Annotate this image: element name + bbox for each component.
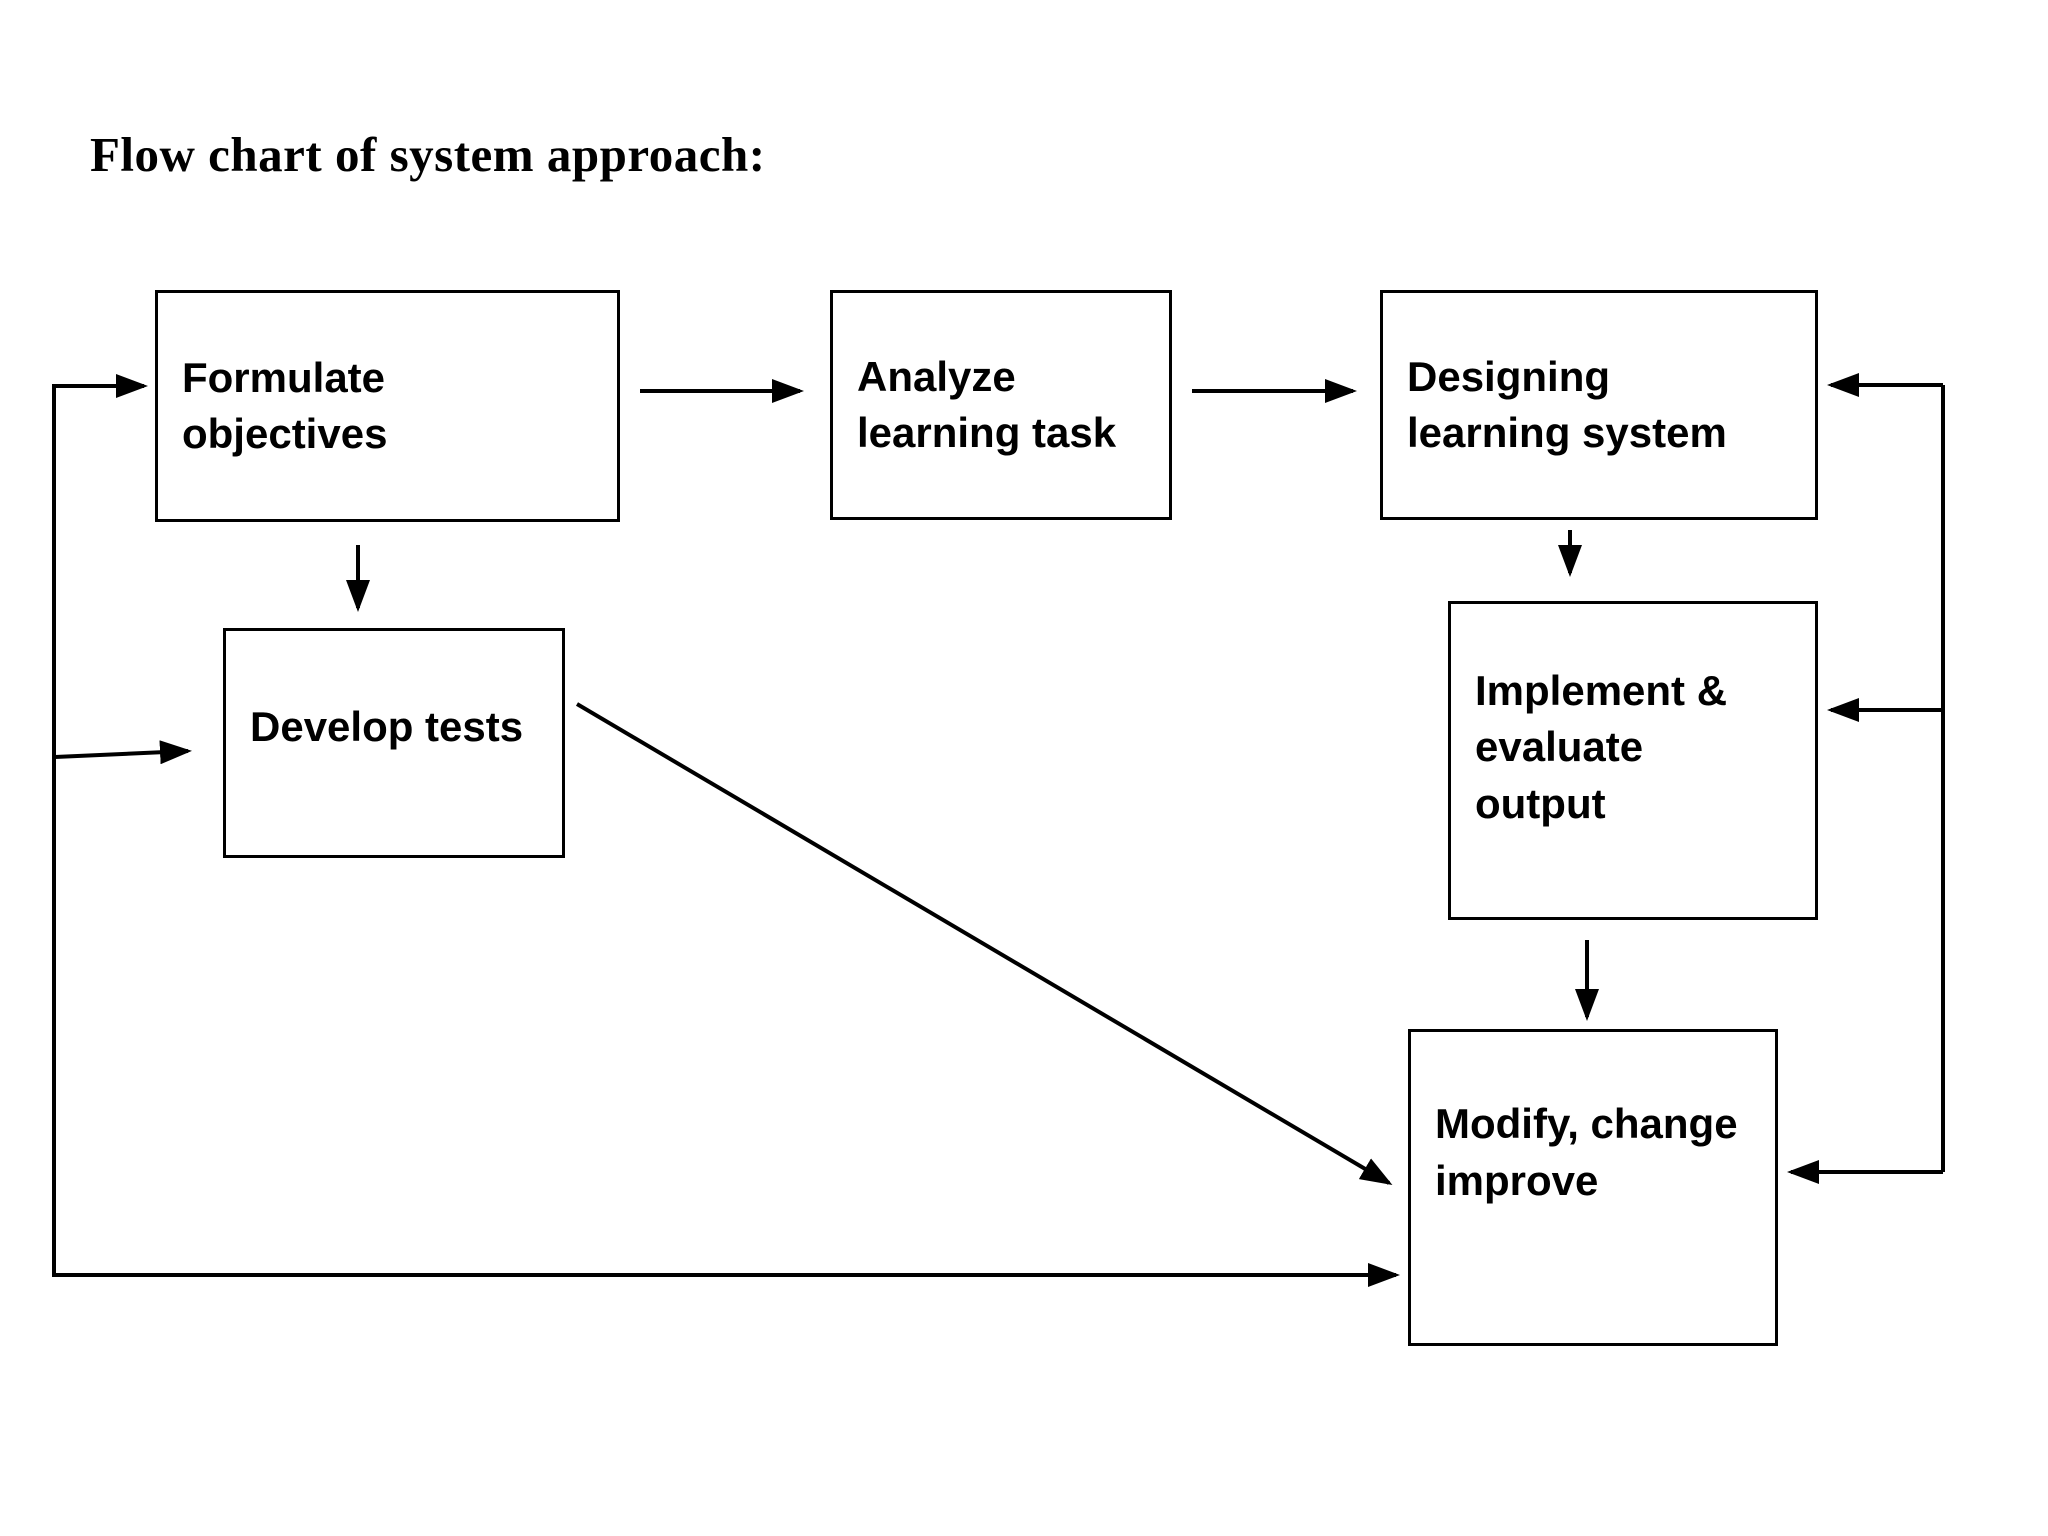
node-designing-learning-system: Designing learning system — [1380, 290, 1818, 520]
node-develop-tests: Develop tests — [223, 628, 565, 858]
node-implement-evaluate-output-label: Implement & evaluate output — [1475, 667, 1728, 827]
node-modify-change-improve-label: Modify, change improve — [1435, 1100, 1738, 1204]
arrow-develop-tests-to-modify — [575, 702, 1393, 1186]
diagram-title: Flow chart of system approach: — [90, 127, 766, 182]
node-formulate-objectives: Formulate objectives — [155, 290, 620, 522]
feedback-line-left-to-modify-arrow — [52, 384, 1400, 1287]
arrow-left-rail-to-develop-tests — [54, 740, 192, 765]
node-modify-change-improve: Modify, change improve — [1408, 1029, 1778, 1346]
node-designing-learning-system-label: Designing learning system — [1407, 352, 1727, 456]
node-analyze-learning-task-label: Analyze learning task — [857, 352, 1117, 456]
node-formulate-objectives-label: Formulate objectives — [182, 353, 388, 457]
node-analyze-learning-task: Analyze learning task — [830, 290, 1172, 520]
node-develop-tests-label: Develop tests — [250, 702, 524, 750]
node-implement-evaluate-output: Implement & evaluate output — [1448, 601, 1818, 920]
